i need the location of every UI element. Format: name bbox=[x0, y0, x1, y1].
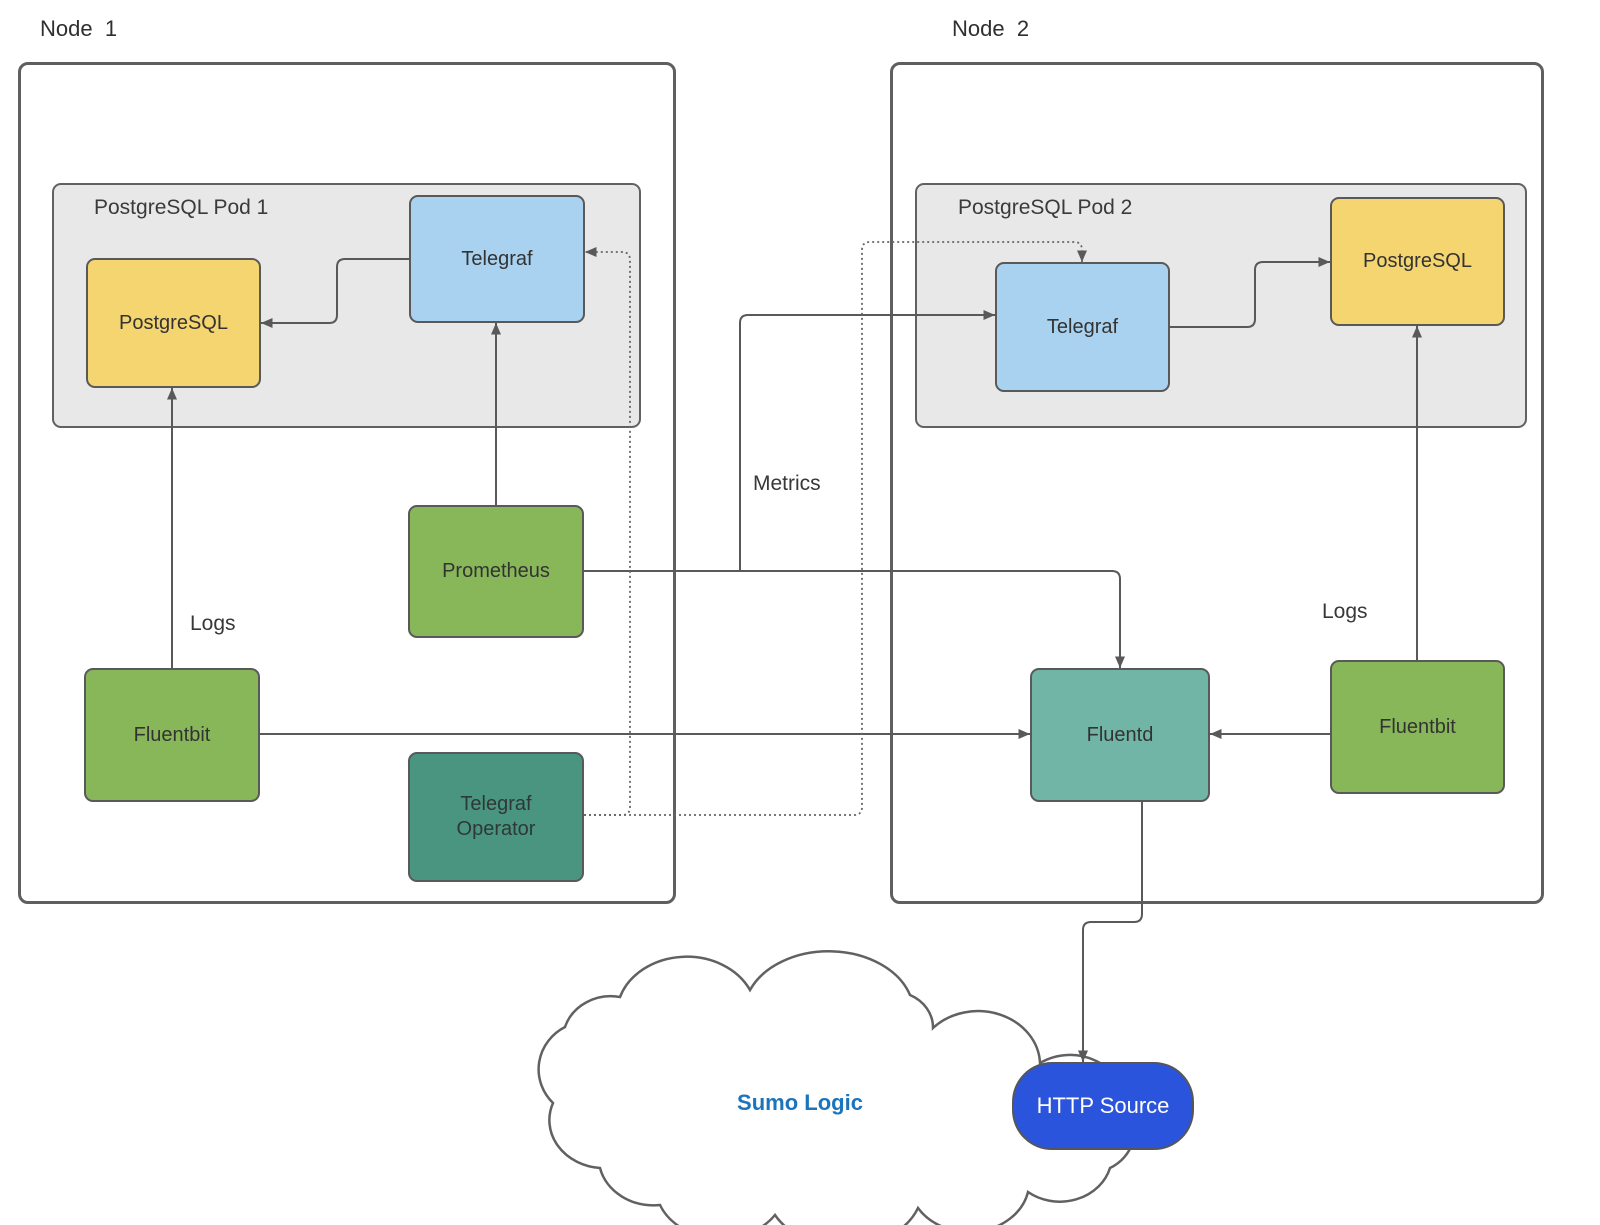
logs-label-left: Logs bbox=[190, 612, 236, 635]
http-source-label: HTTP Source bbox=[1036, 1093, 1170, 1118]
fluentbit1-label: Fluentbit bbox=[133, 723, 211, 746]
edge-telegraf1-to-postgresql1 bbox=[261, 258, 409, 328]
telegraf2-label: Telegraf bbox=[1046, 315, 1119, 338]
prometheus-label: Prometheus bbox=[442, 560, 550, 582]
edge-telegraf2-to-postgresql2 bbox=[1170, 257, 1330, 328]
postgresql2-label: PostgreSQL bbox=[1363, 250, 1472, 272]
http-source-box: HTTP Source bbox=[1012, 1062, 1194, 1150]
pod2-label: PostgreSQL Pod 2 bbox=[958, 196, 1133, 219]
node2-label: Node 2 bbox=[952, 16, 1030, 41]
postgresql1-box: PostgreSQL bbox=[86, 258, 261, 388]
node1-container bbox=[18, 62, 676, 904]
telegraf1-label: Telegraf bbox=[461, 247, 533, 270]
fluentbit2-box: Fluentbit bbox=[1330, 660, 1505, 794]
fluentbit2-label: Fluentbit bbox=[1379, 715, 1456, 738]
prometheus-box: Prometheus bbox=[408, 505, 584, 638]
fluentd-label: Fluentd bbox=[1086, 723, 1154, 746]
telegraf2-box: Telegraf bbox=[995, 262, 1170, 392]
sumo-logic-cloud-shape bbox=[537, 950, 1136, 1225]
telegraf-operator-label: Telegraf Operator bbox=[456, 793, 536, 840]
logs-label-right: Logs bbox=[1322, 600, 1368, 623]
postgresql2-box: PostgreSQL bbox=[1330, 197, 1505, 326]
edge-fluentd-to-http-source bbox=[1078, 802, 1143, 1062]
pod1-label: PostgreSQL Pod 1 bbox=[94, 196, 269, 219]
edge-telegraf-operator-to-telegraf2 bbox=[584, 241, 1087, 816]
telegraf-operator-box: Telegraf Operator bbox=[408, 752, 584, 882]
node1-label: Node 1 bbox=[40, 16, 118, 41]
fluentbit1-box: Fluentbit bbox=[84, 668, 260, 802]
telegraf1-box: Telegraf bbox=[409, 195, 585, 323]
node2-container bbox=[890, 62, 1544, 904]
sumo-logic-label: Sumo Logic bbox=[737, 1090, 863, 1115]
edge-metrics-to-telegraf2 bbox=[739, 310, 995, 571]
fluentd-box: Fluentd bbox=[1030, 668, 1210, 802]
edge-prometheus-to-fluentd bbox=[584, 570, 1125, 668]
metrics-label: Metrics bbox=[753, 472, 821, 495]
postgresql1-label: PostgreSQL bbox=[119, 311, 228, 334]
